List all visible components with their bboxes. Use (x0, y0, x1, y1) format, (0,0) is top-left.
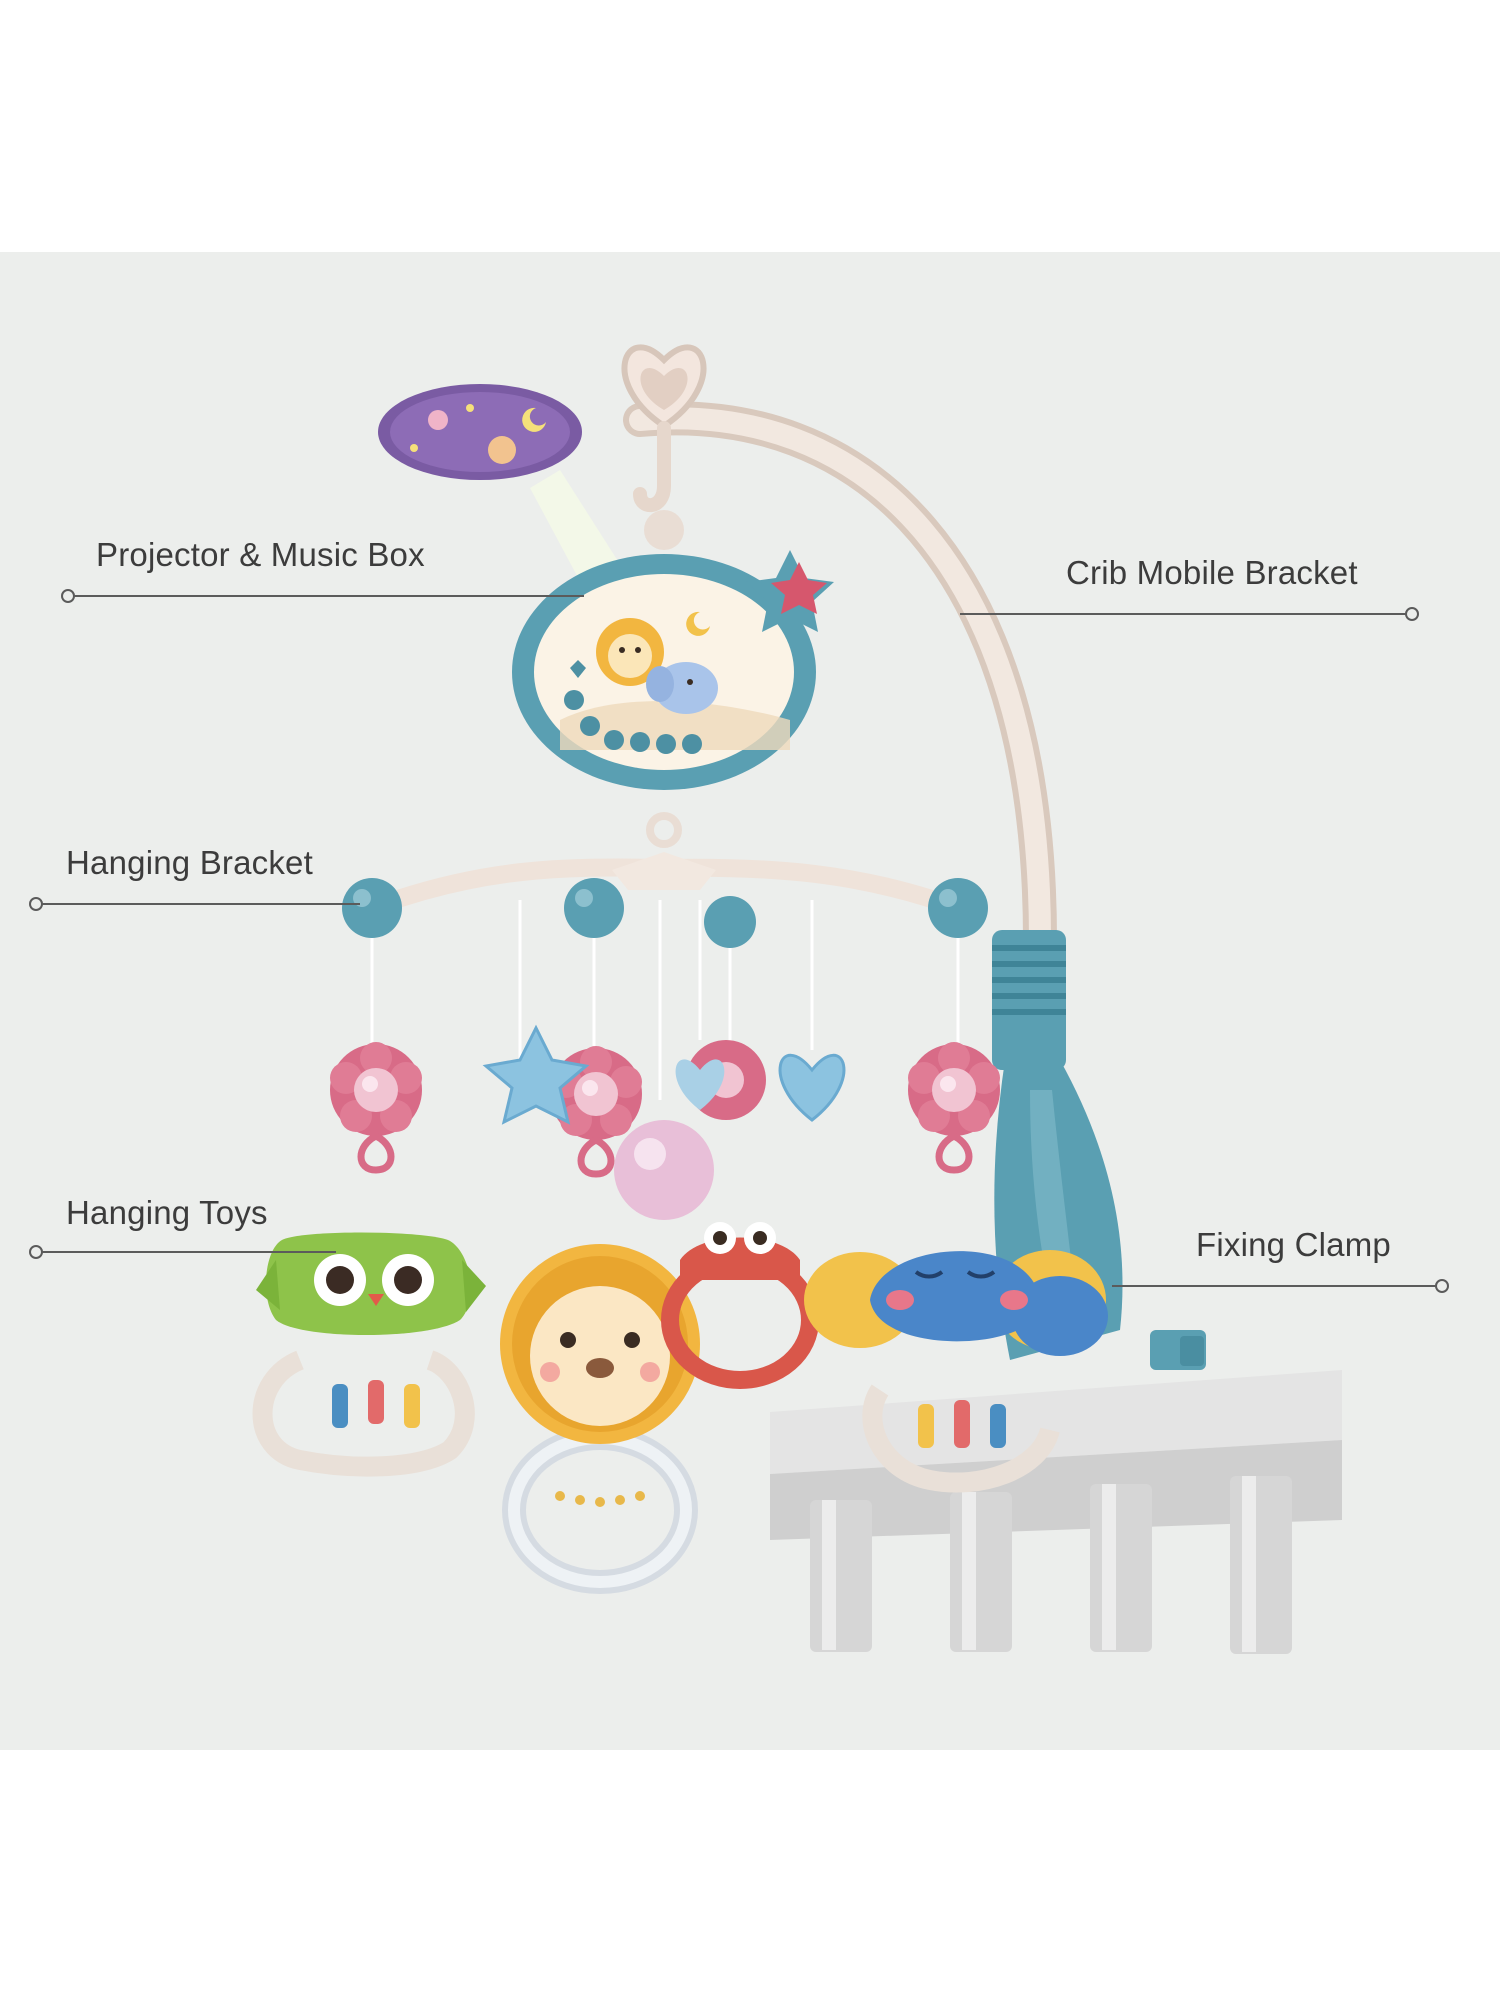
hanging-bracket (342, 852, 988, 948)
flower-ornament (330, 1040, 1000, 1140)
projector-music-box (512, 550, 834, 848)
label-hanging-bracket: Hanging Bracket (66, 844, 313, 881)
lion-rattle (500, 1244, 700, 1594)
star-ornament (482, 1024, 590, 1125)
heart-ornament (778, 1053, 846, 1122)
crab-rattle (661, 1222, 819, 1389)
callout-lines (29, 589, 1449, 1293)
pink-ball-ornament (614, 1120, 714, 1220)
label-fixing-clamp: Fixing Clamp (1196, 1226, 1391, 1263)
projection-image (378, 384, 630, 600)
hanging-strings (370, 900, 960, 1100)
crib-rail (770, 1370, 1342, 1654)
flower-hooks (357, 1132, 973, 1178)
heart-ornament-small (675, 1059, 725, 1110)
label-projector-music-box: Projector & Music Box (96, 536, 425, 573)
label-hanging-toys: Hanging Toys (66, 1194, 268, 1231)
elephant-rattle (804, 1250, 1108, 1493)
crib-mobile-bracket (621, 344, 1057, 957)
label-crib-mobile-bracket: Crib Mobile Bracket (1066, 554, 1358, 591)
owl-rattle (252, 1232, 486, 1477)
